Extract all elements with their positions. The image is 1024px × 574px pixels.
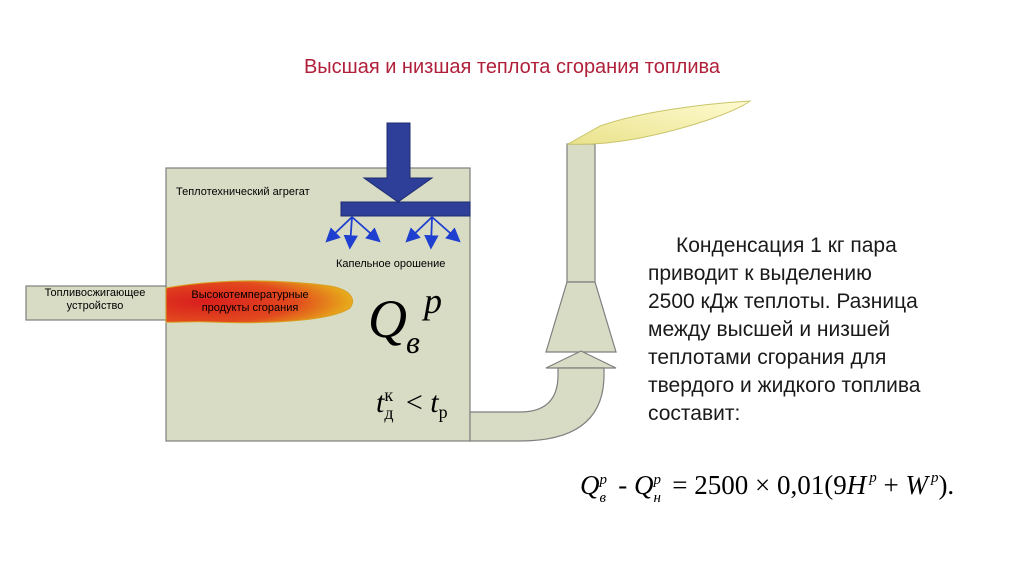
- formula-h-sup: p: [869, 470, 877, 486]
- explanation-paragraph: Конденсация 1 кг пара приводит к выделен…: [648, 232, 1000, 428]
- para-line-2: приводит к выделению: [648, 262, 872, 285]
- duct-arrow-head: [545, 350, 617, 369]
- formula-q1-sub: в: [599, 490, 607, 506]
- chimney-cone: [545, 281, 617, 353]
- formula-q1: Q: [580, 470, 600, 500]
- exhaust-duct: [469, 367, 605, 442]
- t-left-letter: t: [376, 386, 385, 419]
- q-subscript: в: [406, 324, 420, 360]
- t-right-letter: t: [430, 386, 439, 419]
- aggregate-label: Теплотехнический агрегат: [176, 186, 310, 198]
- formula-w: W: [905, 470, 928, 500]
- t-left-sup: к: [384, 385, 394, 405]
- flame-label-line1: Высокотемпературные: [191, 289, 309, 301]
- formula-q2-sup: p: [653, 472, 662, 488]
- drip-irrigation-label: Капельное орошение: [336, 258, 446, 270]
- chimney-stack: [566, 143, 596, 283]
- flame-label-line2: продукты сгорания: [201, 302, 299, 314]
- formula-w-sup: p: [930, 470, 939, 486]
- spray-bar: [340, 201, 471, 217]
- page-title: Высшая и низшая теплота сгорания топлива: [303, 56, 721, 78]
- para-line-6: твердого и жидкого топлива: [648, 374, 921, 397]
- spray-arrows: [325, 216, 461, 250]
- q-letter: Q: [368, 289, 407, 349]
- t-left-sub: д: [384, 403, 394, 423]
- burner-label-line1: Топливосжигающее: [44, 287, 146, 299]
- para-line-1: Конденсация 1 кг пара: [676, 234, 897, 257]
- q-superscript: p: [424, 281, 442, 321]
- burner-box: [25, 285, 167, 321]
- downward-arrow-icon: [362, 122, 434, 203]
- burner-label: Топливосжигающее устройство: [28, 287, 162, 313]
- formula-h: H: [846, 470, 867, 500]
- exhaust-flame: [566, 100, 752, 145]
- burner-label-line2: устройство: [66, 300, 124, 312]
- para-line-5: теплотами сгорания для: [648, 346, 887, 369]
- formula-minus: -: [611, 470, 634, 500]
- formula-tail: ).: [938, 470, 955, 500]
- formula-q1-sup: p: [599, 472, 608, 488]
- para-line-7: составит:: [648, 402, 741, 425]
- formula-q2: Q: [634, 470, 654, 500]
- para-line-3: 2500 кДж теплоты. Разница: [648, 290, 918, 313]
- flame-shape: [165, 280, 353, 324]
- para-line-4: между высшей и низшей: [648, 318, 891, 341]
- flame-label: Высокотемпературные продукты сгорания: [170, 289, 330, 315]
- higher-heat-symbol: Q p в: [368, 281, 442, 360]
- relation-sign: <: [405, 386, 423, 419]
- formula-q2-sub: н: [653, 490, 661, 506]
- t-right-sub: р: [438, 402, 448, 422]
- formula-plus: +: [876, 470, 906, 500]
- formula-equals-value: = 2500 × 0,01(9: [665, 470, 847, 500]
